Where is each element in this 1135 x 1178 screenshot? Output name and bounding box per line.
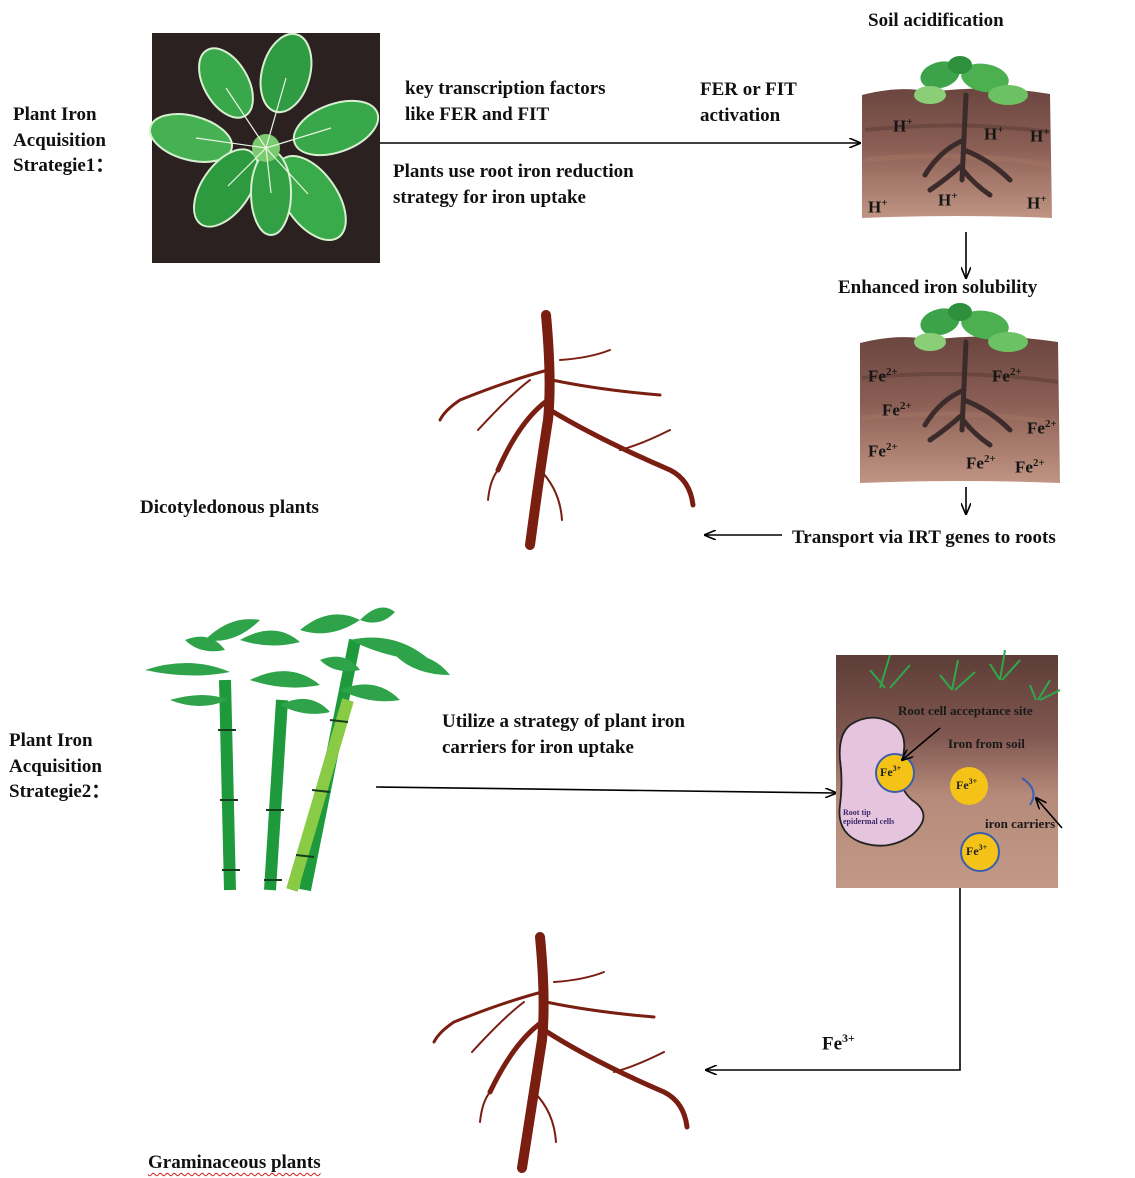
iron-carrier-strategy-label: Utilize a strategy of plant iron carrier… [442,709,685,760]
activation-line2: activation [700,103,797,129]
strategy2-title-line3: Strategie2： [9,779,110,805]
root-cell-site-label: Root cell acceptance site [898,703,1033,719]
iron-carrier-strategy-line1: Utilize a strategy of plant iron [442,709,685,735]
strategy2-title-line2: Acquisition [9,754,110,780]
fe3-ion: Fe3+ [956,777,977,793]
soil-carrier-image [836,650,1062,888]
h-ion: H+ [1030,126,1050,147]
fe2-ion: Fe2+ [992,366,1022,387]
activation-line1: FER or FIT [700,77,797,103]
soil-acidification-label: Soil acidification [868,8,1004,34]
iron-carrier-strategy-line2: carriers for iron uptake [442,735,685,761]
root-tip-line1: Root tip [843,808,894,817]
strategy1-title-line3: Strategie1： [13,153,114,179]
dicot-plants-label: Dicotyledonous plants [140,495,319,521]
fer-fit-activation-label: FER or FIT activation [700,77,797,128]
fe2-ion: Fe2+ [966,453,996,474]
h-ion: H+ [1027,193,1047,214]
h-ion: H+ [893,116,913,137]
strategy1-title-line1: Plant Iron [13,102,114,128]
fe2-ion: Fe2+ [882,400,912,421]
arrow-iron-carriers [376,787,836,793]
fe3-ion: Fe3+ [880,764,901,780]
graminaceous-plants-label: Graminaceous plants [148,1150,321,1176]
arabidopsis-image [145,28,386,263]
root-reduction-line1: Plants use root iron reduction [393,159,634,185]
root-reduction-label: Plants use root iron reduction strategy … [393,159,634,210]
transcription-factors-label: key transcription factors like FER and F… [405,76,606,127]
h-ion: H+ [938,190,958,211]
fe2-ion: Fe2+ [868,366,898,387]
enhanced-solubility-label: Enhanced iron solubility [838,275,1037,301]
root-tip-label: Root tip epidermal cells [843,808,894,826]
strategy2-title: Plant Iron Acquisition Strategie2： [9,728,110,805]
strategy2-title-line1: Plant Iron [9,728,110,754]
fe3-transport-label: Fe3+ [822,1030,855,1057]
fe2-ion: Fe2+ [868,441,898,462]
fe2-ion: Fe2+ [1027,418,1057,439]
strategy1-title: Plant Iron Acquisition Strategie1： [13,102,114,179]
transport-irt-label: Transport via IRT genes to roots [792,525,1056,551]
h-ion: H+ [984,124,1004,145]
graminaceous-word: Graminaceous plants [148,1152,321,1173]
transcription-factors-line2: like FER and FIT [405,102,606,128]
strategy1-title-line2: Acquisition [13,128,114,154]
h-ion: H+ [868,197,888,218]
fe2-ion: Fe2+ [1015,457,1045,478]
transcription-factors-line1: key transcription factors [405,76,606,102]
dicot-root-image [440,315,693,545]
fe3-ion: Fe3+ [966,843,987,859]
iron-carriers-label: iron carriers [985,816,1055,832]
iron-from-soil-label: Iron from soil [948,736,1025,752]
graminaceous-root-image [434,937,687,1168]
root-reduction-line2: strategy for iron uptake [393,185,634,211]
root-tip-line2: epidermal cells [843,817,894,826]
bamboo-image [145,608,450,891]
